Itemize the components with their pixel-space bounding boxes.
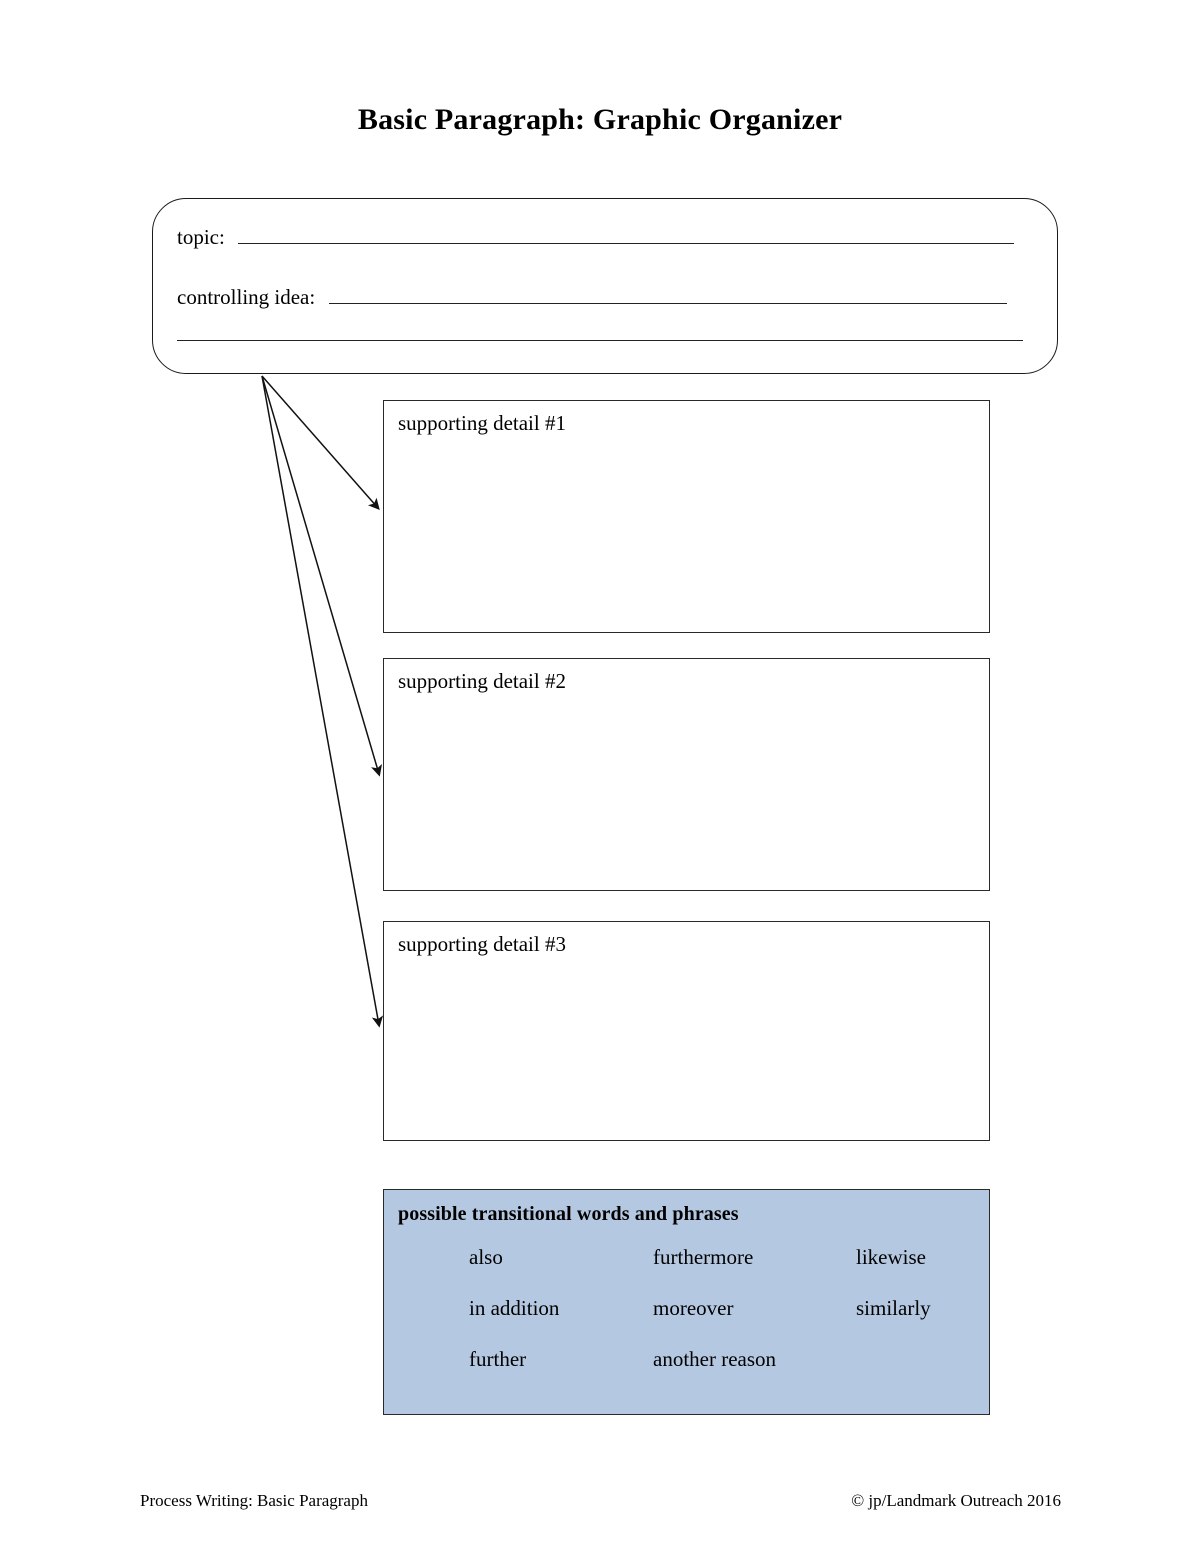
page-title: Basic Paragraph: Graphic Organizer: [357, 103, 843, 136]
topic-label: topic:: [177, 225, 225, 249]
transitional-word: another reason: [653, 1347, 777, 1371]
supporting-detail-box-1[interactable]: supporting detail #1: [383, 400, 990, 633]
topic-input-line[interactable]: [237, 242, 1014, 244]
controlling-idea-input-line-2[interactable]: [177, 339, 1023, 341]
controlling-idea-row: controlling idea:: [177, 285, 1008, 309]
transitional-words-grid: also furthermore likewise in addition mo…: [469, 1247, 979, 1400]
supporting-detail-box-3[interactable]: supporting detail #3: [383, 921, 990, 1141]
supporting-detail-box-2[interactable]: supporting detail #2: [383, 658, 990, 891]
arrow-to-detail-1: [261, 375, 380, 511]
transitional-words-row: also furthermore likewise: [469, 1247, 979, 1298]
supporting-detail-label-1: supporting detail #1: [398, 411, 566, 435]
supporting-detail-label-2: supporting detail #2: [398, 669, 566, 693]
transitional-words-title: possible transitional words and phrases: [398, 1203, 739, 1225]
transitional-word: furthermore: [653, 1245, 754, 1269]
transitional-word: similarly: [856, 1296, 931, 1320]
supporting-detail-label-3: supporting detail #3: [398, 932, 566, 956]
transitional-word: in addition: [469, 1296, 560, 1320]
topic-controlling-idea-box: topic: controlling idea:: [152, 198, 1058, 374]
transitional-word: further: [469, 1347, 527, 1371]
footer-left-text: Process Writing: Basic Paragraph: [140, 1491, 368, 1510]
arrow-to-detail-3: [261, 375, 384, 1028]
transitional-words-box: possible transitional words and phrases …: [383, 1189, 990, 1415]
transitional-words-row: further another reason: [469, 1349, 979, 1400]
transitional-word: also: [469, 1245, 503, 1269]
controlling-idea-input-line[interactable]: [329, 302, 1008, 304]
footer-right-text: © jp/Landmark Outreach 2016: [851, 1491, 1061, 1510]
transitional-words-row: in addition moreover similarly: [469, 1298, 979, 1349]
arrow-to-detail-2: [261, 375, 383, 777]
topic-row: topic:: [177, 227, 1014, 248]
transitional-word: moreover: [653, 1296, 734, 1320]
controlling-idea-label: controlling idea:: [177, 285, 316, 309]
transitional-word: likewise: [856, 1245, 926, 1269]
controlling-idea-row-2: [177, 339, 1023, 341]
